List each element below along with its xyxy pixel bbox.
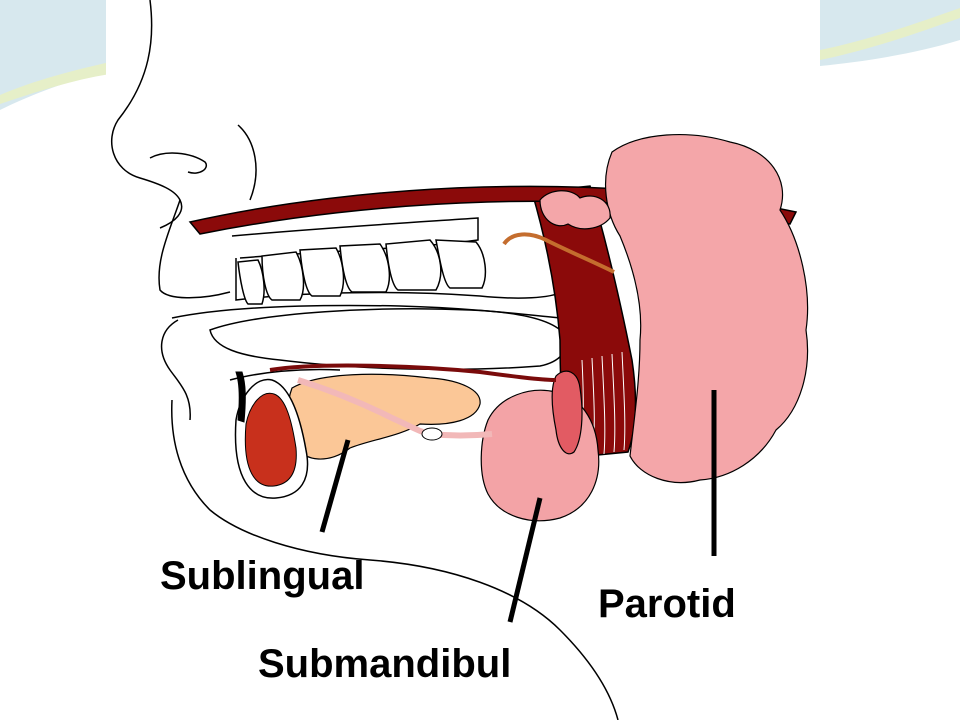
mandible-outline — [171, 304, 561, 319]
masseter-muscle — [531, 185, 637, 459]
face-outline — [110, 0, 619, 721]
leader-submandibular — [507, 497, 543, 623]
label-parotid: Parotid — [598, 582, 736, 626]
parotid-body — [605, 133, 809, 484]
swoosh-left — [0, 0, 110, 110]
tooth — [237, 259, 265, 305]
swoosh-right-accent — [820, 8, 960, 60]
nostril — [149, 152, 207, 174]
facial-nerve — [502, 232, 615, 274]
upper-lip — [158, 199, 231, 299]
masseter-body — [531, 185, 637, 459]
label-submandibular: Submandibul — [258, 642, 512, 686]
cheek-line — [237, 124, 257, 201]
submandibular-duct — [297, 377, 493, 439]
parotid-gland — [539, 133, 809, 484]
leader-lines — [319, 390, 717, 623]
tooth — [385, 239, 442, 291]
lingual-artery — [269, 363, 557, 382]
label-sublingual: Sublingual — [160, 554, 365, 598]
upper-teeth — [237, 239, 487, 305]
nose-profile — [110, 0, 183, 229]
swoosh-left-accent — [0, 62, 110, 104]
leader-sublingual — [319, 439, 351, 533]
lower-incisor — [235, 371, 246, 423]
submandibular-inner — [551, 370, 583, 455]
tooth — [299, 247, 345, 297]
bone-marrow — [244, 392, 297, 487]
parotid-lobe — [539, 190, 611, 230]
lower-lip — [160, 319, 191, 421]
duct-loop — [421, 427, 443, 441]
mandible — [171, 304, 561, 319]
chin-neck — [171, 399, 619, 721]
tooth — [339, 243, 391, 293]
tooth — [435, 239, 487, 289]
tooth — [261, 251, 305, 301]
slide-decoration — [0, 0, 960, 110]
mandible-section — [234, 378, 309, 499]
